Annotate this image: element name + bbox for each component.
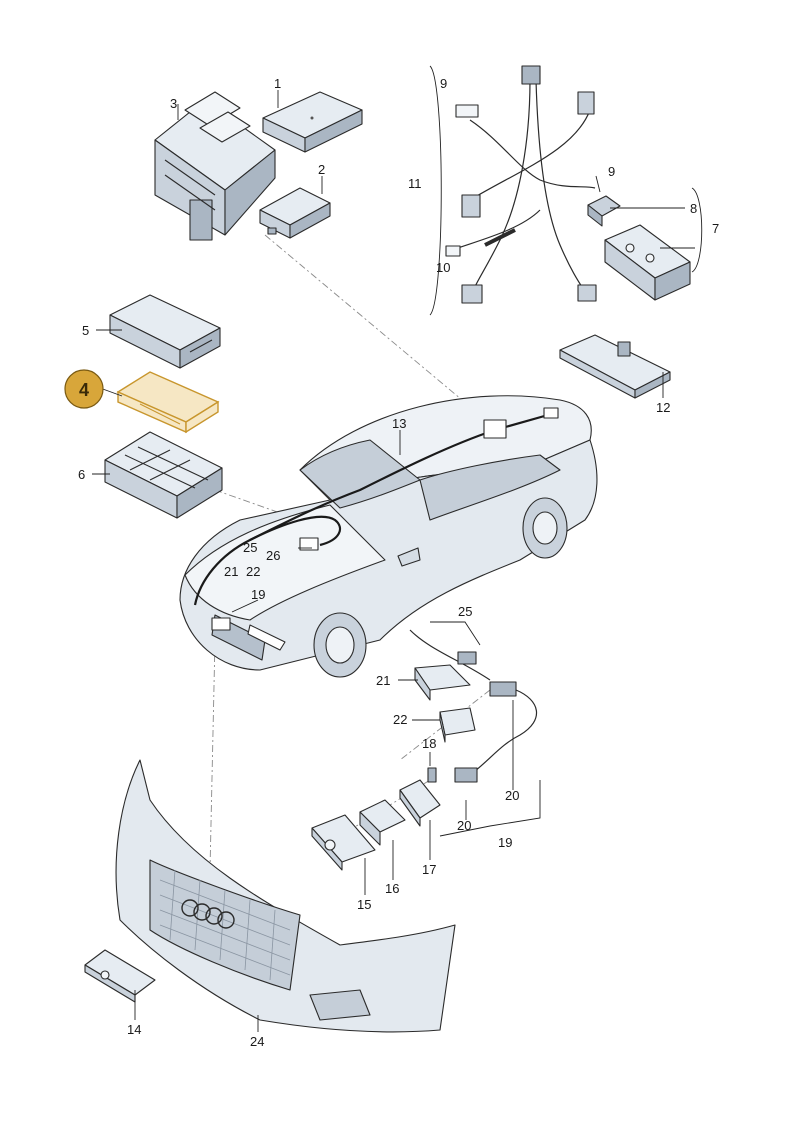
callout-21-car: 21 (224, 564, 238, 579)
callout-18: 18 (422, 736, 436, 751)
callout-7: 7 (712, 221, 719, 236)
callout-12: 12 (656, 400, 670, 415)
part-21-holder[interactable] (414, 664, 471, 701)
part-1-control-unit[interactable] (262, 91, 363, 153)
callout-6: 6 (78, 467, 85, 482)
callout-2: 2 (318, 162, 325, 177)
highlight-badge-label: 4 (79, 380, 89, 400)
part-14-bracket[interactable] (84, 949, 156, 1003)
callout-labels: 1 2 3 5 6 7 8 9 9 10 11 12 13 14 15 16 1… (78, 76, 719, 1049)
callout-16: 16 (385, 881, 399, 896)
callout-10: 10 (436, 260, 450, 275)
callout-3: 3 (170, 96, 177, 111)
part-6-holder-tray[interactable] (104, 431, 223, 519)
part-5-control-unit[interactable] (109, 294, 221, 369)
callout-8: 8 (690, 201, 697, 216)
part-8-connector[interactable] (587, 195, 621, 227)
leader-lines (92, 65, 703, 1032)
part-20-sensor[interactable] (454, 681, 538, 783)
wiring-harness[interactable] (445, 65, 597, 304)
callout-25-detail: 25 (458, 604, 472, 619)
callout-22-detail: 22 (393, 712, 407, 727)
car-wiring (193, 407, 559, 631)
callout-25-car: 25 (243, 540, 257, 555)
part-3-relay-carrier[interactable] (154, 91, 276, 241)
grille-pattern (159, 869, 291, 981)
part-16-sensor-housing[interactable] (359, 799, 406, 846)
callout-19-detail: 19 (498, 835, 512, 850)
part-22-clip[interactable] (439, 707, 476, 743)
part-25-sensor-cable[interactable] (409, 629, 491, 681)
callout-13: 13 (392, 416, 406, 431)
callout-14: 14 (127, 1022, 141, 1037)
part-24-front-bumper[interactable] (115, 759, 456, 1033)
callout-20-right: 20 (505, 788, 519, 803)
callout-15: 15 (357, 897, 371, 912)
callout-11: 11 (408, 176, 422, 191)
part-12-bracket[interactable] (559, 334, 671, 399)
callout-22-car: 22 (246, 564, 260, 579)
callout-26: 26 (266, 548, 280, 563)
part-18-screw[interactable] (427, 767, 437, 783)
callout-21-detail: 21 (376, 673, 390, 688)
part-15-mount[interactable] (311, 814, 376, 871)
callout-5: 5 (82, 323, 89, 338)
car-body (179, 395, 598, 678)
part-4-highlighted-module[interactable] (116, 371, 220, 434)
part-17-bracket[interactable] (399, 779, 441, 827)
part-2-small-module[interactable] (259, 187, 331, 239)
callout-1: 1 (274, 76, 281, 91)
rings-logo (181, 899, 235, 929)
highlight-badge-4[interactable]: 4 (64, 369, 104, 409)
part-7-connector-housing[interactable] (604, 224, 691, 301)
callout-9-top: 9 (440, 76, 447, 91)
callout-24: 24 (250, 1034, 264, 1049)
callout-20-left: 20 (457, 818, 471, 833)
callout-17: 17 (422, 862, 436, 877)
callout-9-right: 9 (608, 164, 615, 179)
callout-19-car: 19 (251, 587, 265, 602)
